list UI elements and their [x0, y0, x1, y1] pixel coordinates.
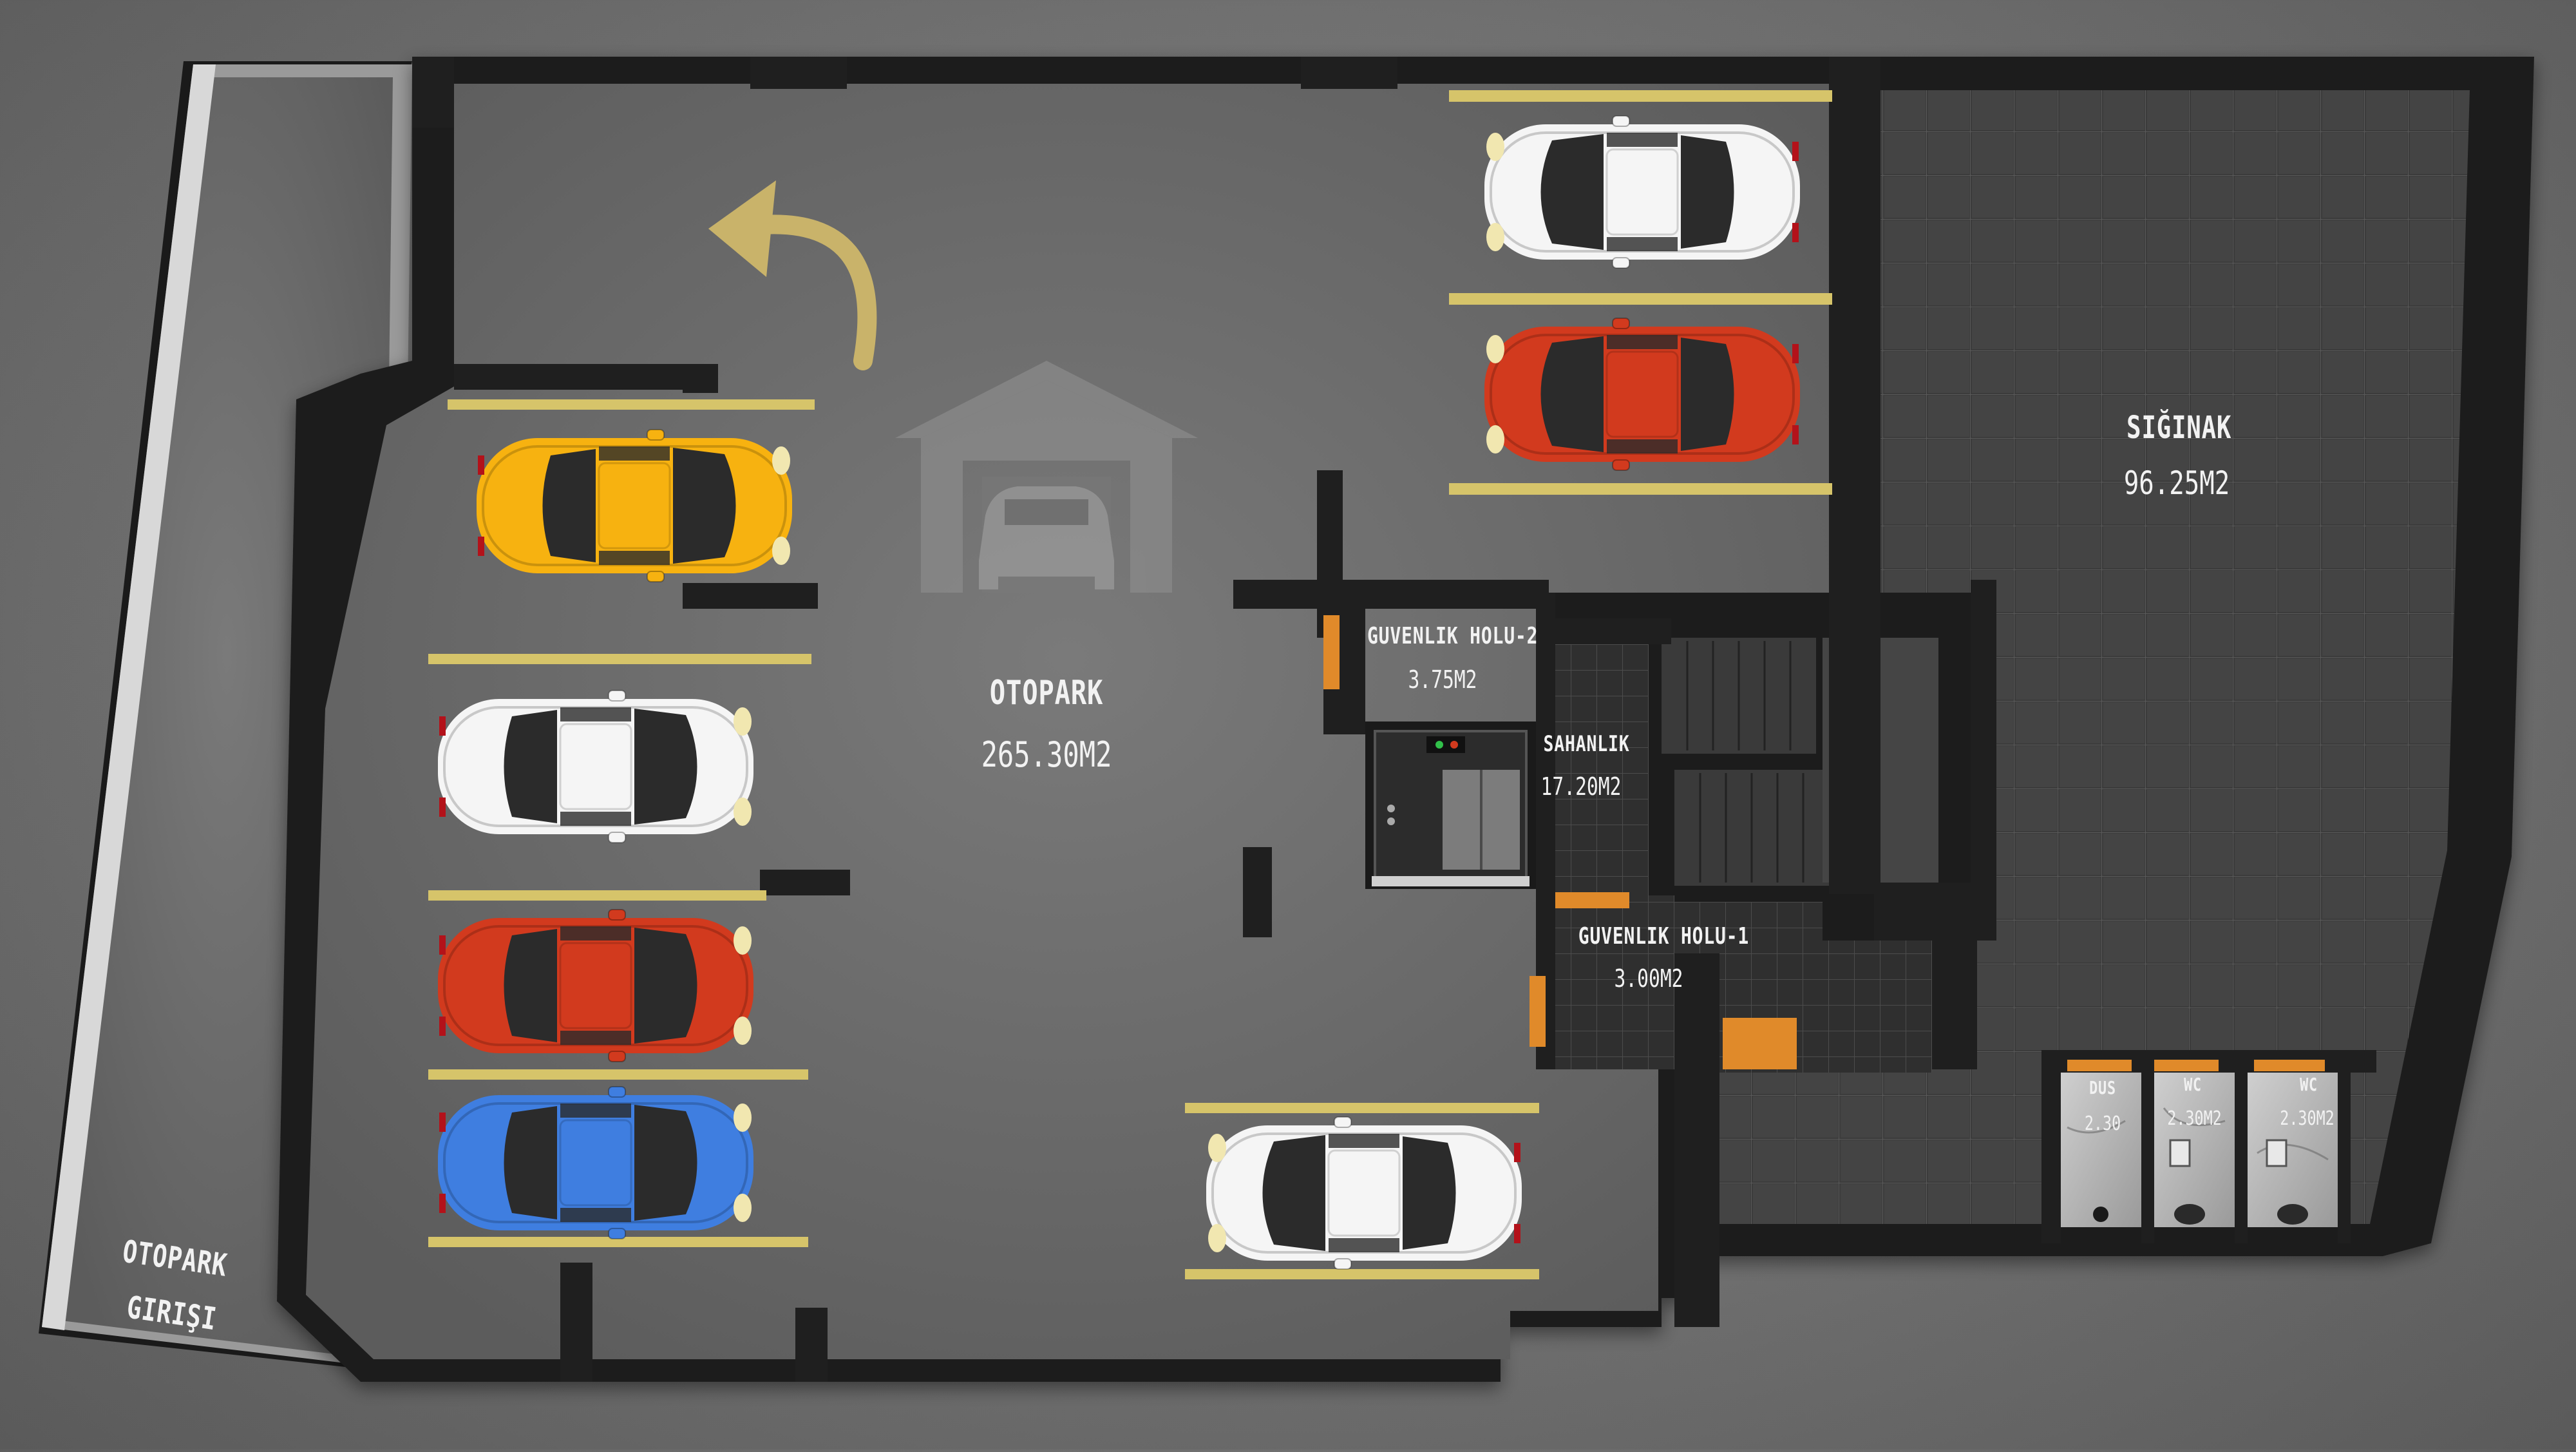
wc2-name: WC [2300, 1074, 2318, 1095]
otopark-name: OTOPARK [989, 674, 1104, 712]
guvenlik1-area: 3.00M2 [1614, 964, 1683, 993]
guvenlik1-name: GUVENLIK HOLU-1 [1578, 923, 1750, 950]
siginak-area: 96.25M2 [2123, 464, 2230, 502]
car-2 [1483, 317, 1801, 472]
guvenlik2-name: GUVENLIK HOLU-2 [1367, 623, 1539, 649]
wc2-area: 2.30M2 [2280, 1107, 2334, 1130]
car-6 [437, 1085, 755, 1240]
otopark-area: 265.30M2 [981, 734, 1112, 775]
dus-name: DUS [2089, 1077, 2116, 1098]
wc1-name: WC [2184, 1074, 2202, 1095]
guvenlik2-area: 3.75M2 [1408, 665, 1477, 694]
dus-area: 2.30 [2084, 1113, 2121, 1135]
staircase [1649, 618, 1971, 895]
sahanlik-name: SAHANLIK [1543, 731, 1630, 757]
car-4 [437, 689, 755, 844]
elevator [1365, 721, 1536, 889]
siginak-name: SIĞINAK [2126, 410, 2232, 446]
car-5 [437, 908, 755, 1063]
garage-icon [895, 361, 1198, 593]
shelter-floor [1719, 90, 2470, 1224]
car-1 [1483, 115, 1801, 269]
parking-lines [428, 90, 1832, 1279]
interior-walls [412, 57, 2376, 1382]
wc1-area: 2.30M2 [2167, 1107, 2222, 1130]
direction-arrow-icon [708, 180, 877, 370]
car-3 [475, 428, 793, 583]
wet-rooms [2061, 1073, 2338, 1227]
car-7 [1205, 1116, 1523, 1270]
sahanlik-area: 17.20M2 [1540, 772, 1622, 801]
doors [1323, 615, 2325, 1071]
